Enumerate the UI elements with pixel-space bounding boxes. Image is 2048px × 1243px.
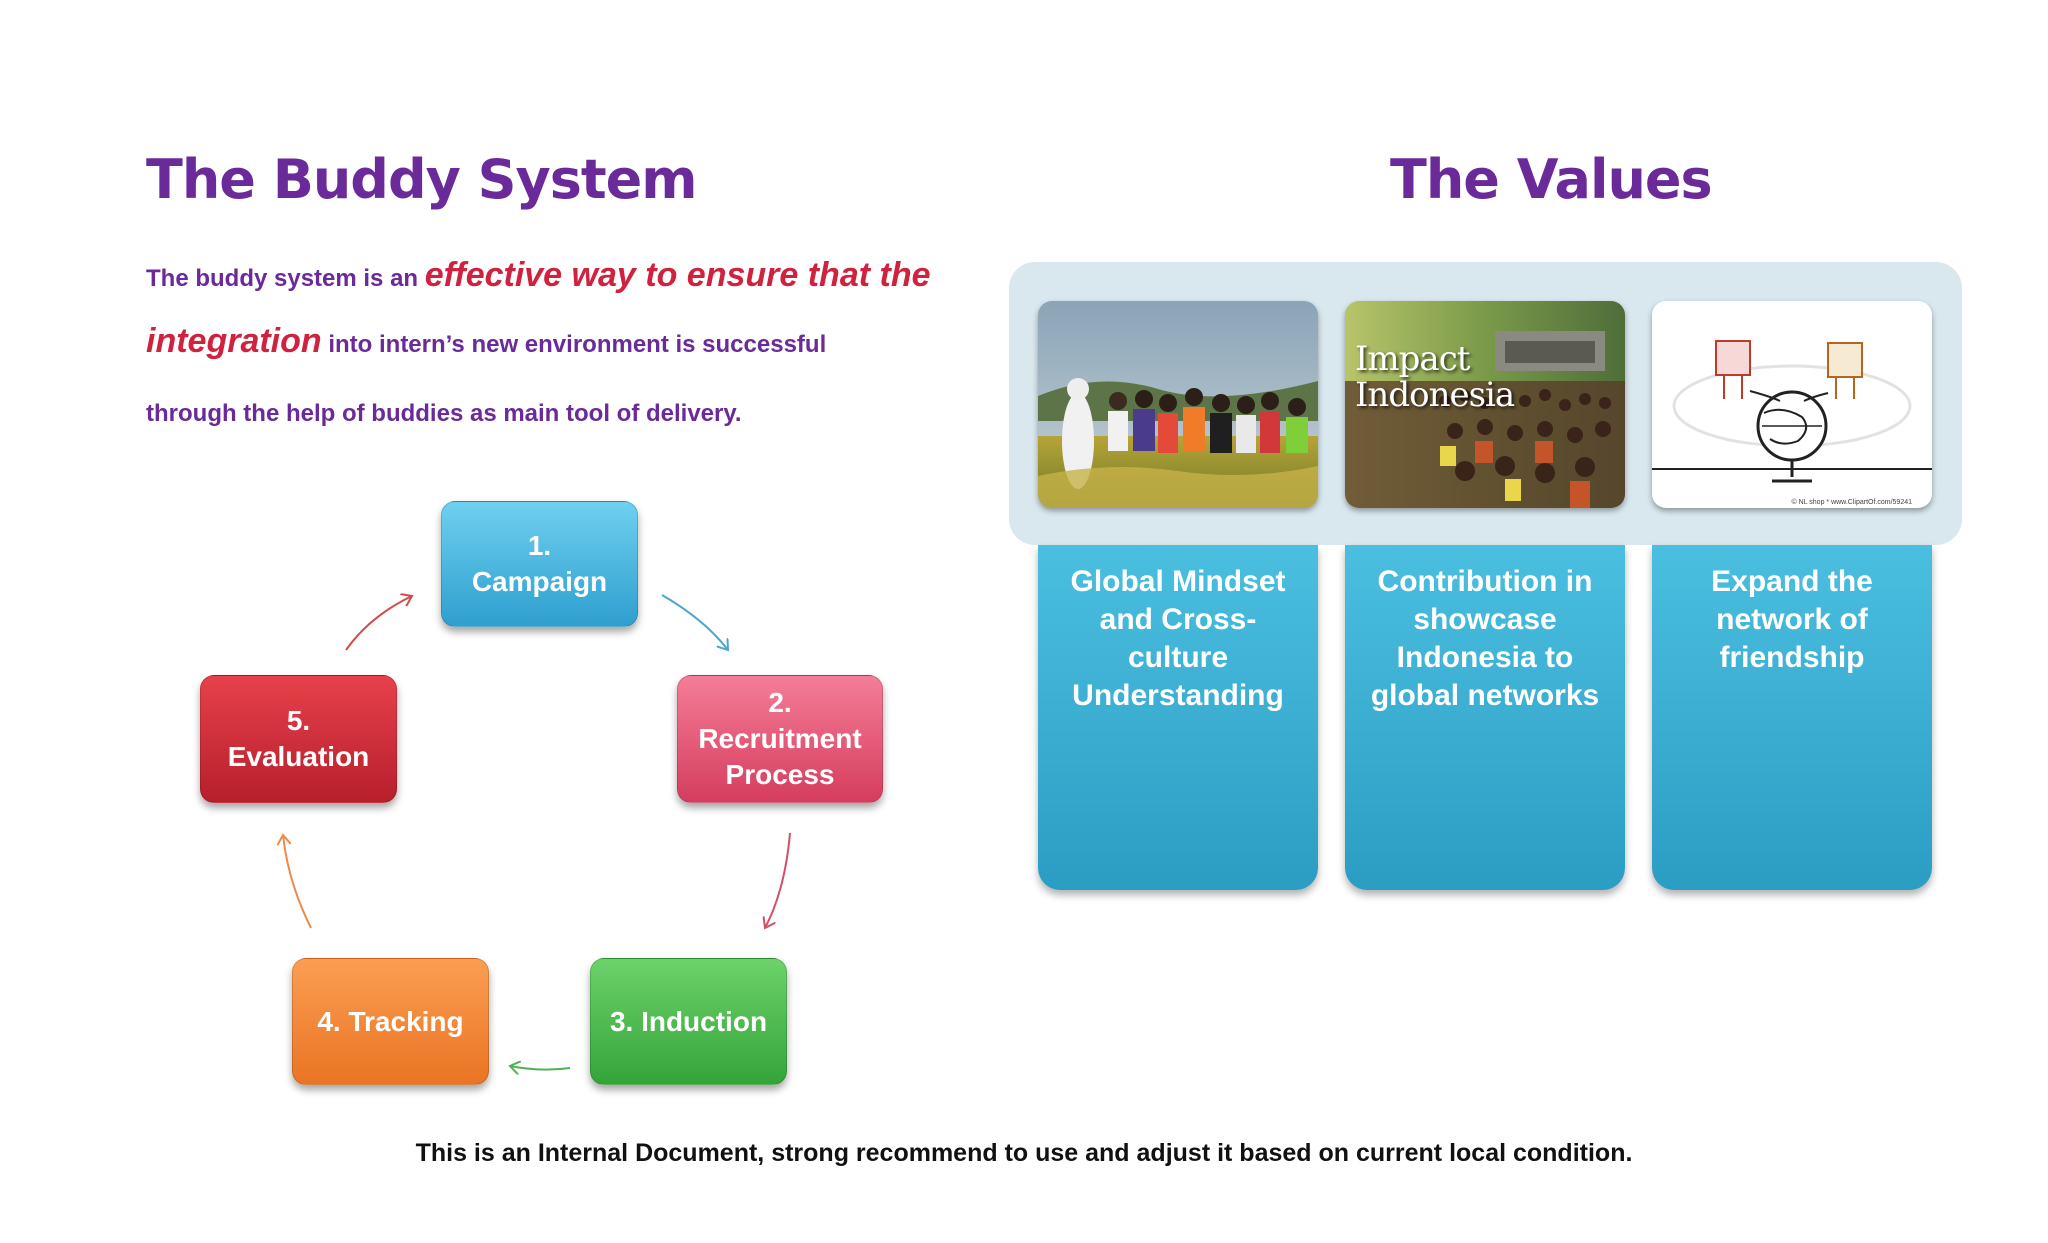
value-card-global-mindset: Global Mindset and Cross-culture Underst… [1038,545,1318,890]
value-card-contribution: Contribution in showcase Indonesia to gl… [1345,545,1625,890]
step-campaign: 1. Campaign [441,501,638,627]
intro-highlight: effective way to ensure that the [424,256,931,294]
step-induction: 3. Induction [590,958,787,1085]
value-text: Contribution in showcase Indonesia to gl… [1370,565,1600,712]
step-recruitment-process: 2. Recruitment Process [677,675,883,803]
step-evaluation: 5. Evaluation [200,675,397,803]
intro-text: through the help of buddies as main tool… [146,400,742,427]
arrow-recruit-to-induction [765,832,791,928]
step-tracking: 4. Tracking [292,958,489,1085]
intro-text: The buddy system is an [146,265,425,292]
value-text: Expand the network of friendship [1711,565,1873,674]
step-label: 1. Campaign [471,530,608,597]
arrow-tracking-to-evaluation [283,835,312,929]
intro-highlight: integration [146,322,322,360]
crowd-photo-icon: Impact Indonesia [1345,301,1625,508]
globe-cartoon-friends-icon: © NL shop * www.ClipartOf.com/59241 [1652,301,1932,508]
group-photo-field-icon [1038,301,1318,508]
footer-note: This is an Internal Document, strong rec… [415,1139,1633,1167]
step-label: 5. Evaluation [227,705,370,772]
step-label: 2. Recruitment Process [698,687,862,790]
step-label: 4. Tracking [317,1005,464,1037]
photo-overlay-title: Impact Indonesia [1355,339,1515,415]
arrow-induction-to-tracking [510,1066,571,1070]
value-card-friendship: Expand the network of friendship [1652,545,1932,890]
arrow-evaluation-to-campaign [345,596,412,651]
buddy-system-title: The Buddy System [146,148,698,211]
arrow-campaign-to-recruit [661,594,728,650]
image-credit: © NL shop * www.ClipartOf.com/59241 [1791,499,1912,506]
values-title: The Values [1390,148,1713,211]
intro-text: into intern’s new environment is success… [321,331,827,358]
value-text: Global Mindset and Cross-culture Underst… [1070,565,1286,712]
step-label: 3. Induction [609,1005,768,1037]
